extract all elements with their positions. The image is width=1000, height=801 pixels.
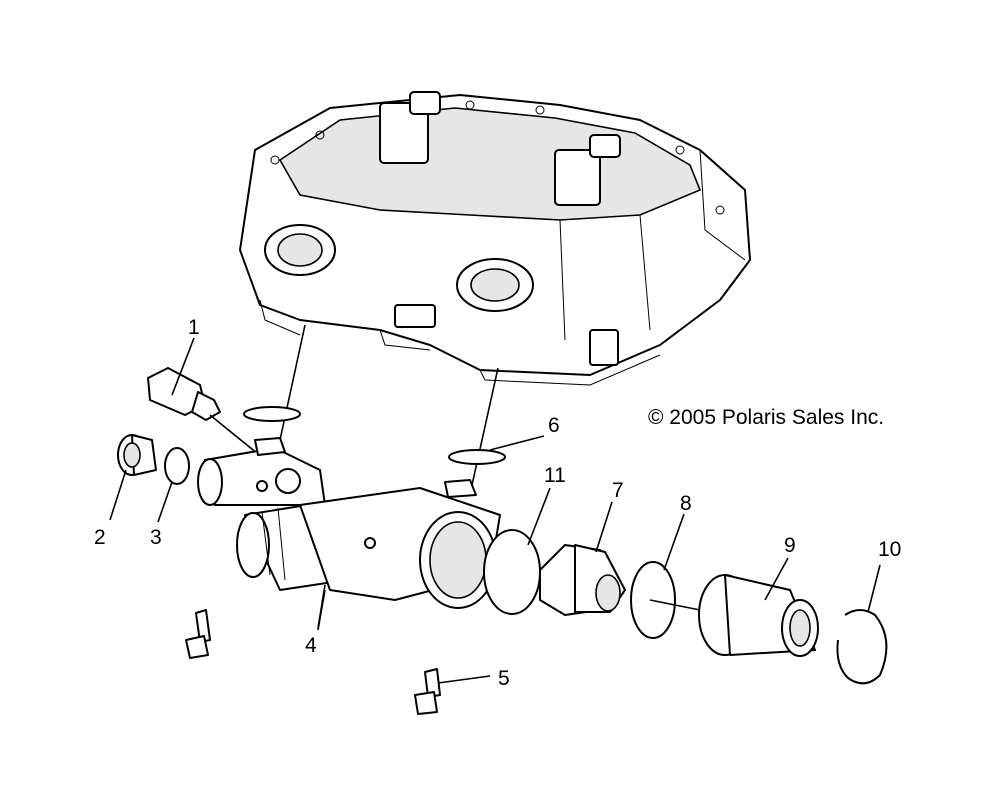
assembly-line-left bbox=[279, 324, 306, 441]
o-ring-3 bbox=[164, 447, 190, 485]
retaining-ring bbox=[836, 609, 888, 685]
screw-5b bbox=[414, 668, 441, 715]
callout-10: 10 bbox=[878, 538, 901, 561]
o-ring-6a bbox=[243, 406, 301, 422]
o-ring-6b bbox=[448, 449, 506, 465]
callout-9: 9 bbox=[784, 534, 796, 557]
thermostat-housing bbox=[197, 437, 501, 631]
temperature-sensor bbox=[147, 367, 291, 481]
callout-3: 3 bbox=[150, 526, 162, 549]
callout-1: 1 bbox=[188, 316, 200, 339]
plug bbox=[117, 434, 157, 476]
copyright-text: © 2005 Polaris Sales Inc. bbox=[648, 406, 884, 429]
thermostat bbox=[539, 544, 626, 616]
callout-7: 7 bbox=[612, 479, 624, 502]
callout-11: 11 bbox=[544, 464, 566, 487]
cylinder-head bbox=[239, 91, 751, 386]
outlet-fitting bbox=[698, 574, 819, 657]
o-ring-11 bbox=[483, 529, 541, 615]
callout-4: 4 bbox=[305, 634, 317, 657]
assembly-line-right bbox=[471, 367, 499, 486]
callout-5: 5 bbox=[498, 667, 510, 690]
callout-8: 8 bbox=[680, 492, 692, 515]
callout-2: 2 bbox=[94, 526, 106, 549]
screw-5a bbox=[185, 609, 211, 659]
callout-6: 6 bbox=[548, 414, 560, 437]
